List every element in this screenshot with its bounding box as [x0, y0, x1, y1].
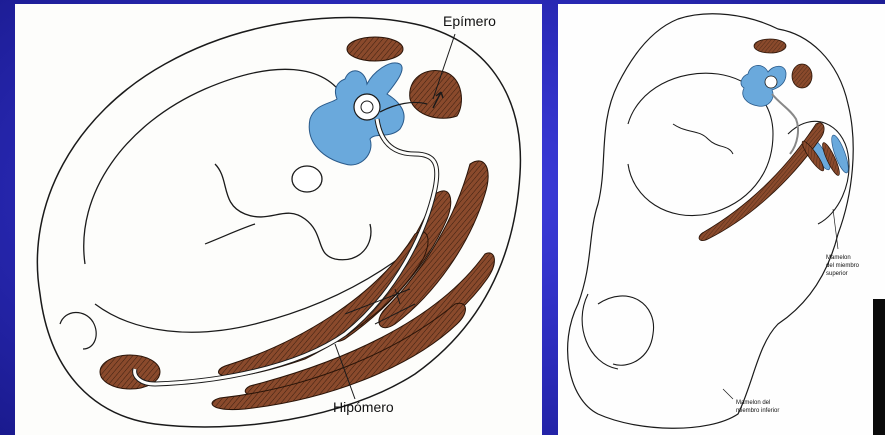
label-upper-limb-line-1: Mamelon [826, 255, 851, 261]
label-lower-limb-line-2: miembro inferior [736, 408, 779, 414]
dark-image-edge [873, 299, 885, 435]
spinal-cord-blue [741, 65, 786, 106]
mesentery-line [205, 224, 255, 244]
spinal-nerve-right [772, 94, 798, 154]
neural-canal-inner [361, 101, 373, 113]
embryo-limb-bud-diagram: Mamelon del miembro superior Mamelon del… [558, 4, 885, 435]
embryo-cross-section-diagram: Epímero Hipómero [15, 4, 542, 435]
label-hipomero: Hipómero [333, 399, 394, 415]
notochord [292, 166, 322, 192]
long-hypomere-muscle [699, 123, 824, 241]
dorsal-muscle-right [754, 39, 786, 53]
label-upper-limb-line-3: superior [826, 271, 848, 277]
limb-bud-outline [60, 312, 96, 349]
label-epimero: Epímero [443, 13, 496, 29]
gut-line [673, 124, 733, 154]
label-upper-limb-line-2: del miembro [826, 263, 860, 269]
lower-limb-bud-outline [582, 294, 653, 369]
dorsal-muscle-top [347, 37, 403, 61]
label-lower-limb-line-1: Mamelon del [736, 400, 770, 406]
epimere-muscle-right [792, 64, 812, 88]
epimere-muscle [410, 71, 462, 119]
right-diagram-panel: Mamelon del miembro superior Mamelon del… [558, 4, 885, 435]
left-diagram-panel: Epímero Hipómero [15, 4, 542, 435]
lower-limb-leader [723, 389, 733, 399]
neural-canal [765, 76, 777, 88]
